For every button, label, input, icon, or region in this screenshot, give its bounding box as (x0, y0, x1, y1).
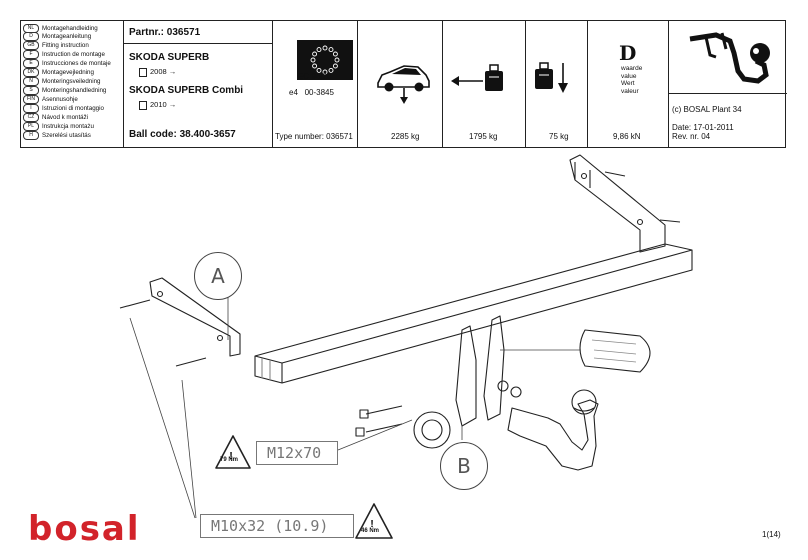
approval-code: e4 00-3845 (289, 88, 334, 97)
arrow-right-icon: → (168, 100, 177, 109)
vertical-load-icon (535, 62, 568, 93)
warning-triangle-icon (355, 503, 393, 539)
center-plate-left (455, 325, 477, 427)
d-value-letter: D (619, 41, 637, 65)
torque-value: 46 Nm (361, 528, 380, 534)
calendar-icon (139, 67, 147, 77)
revision-number: Rev. nr. 04 (672, 132, 711, 141)
bolt-hole (216, 334, 224, 342)
vehicle-name: SKODA SUPERB Combi (129, 85, 244, 96)
d-value-legend: waarde value Wert valeur (621, 65, 643, 95)
warning-mark: ! (370, 519, 373, 530)
towbar-icon (689, 32, 770, 84)
car-load-icon (377, 65, 430, 104)
divider (525, 21, 526, 147)
tow-ball-shade (573, 407, 595, 412)
bolt-hole (636, 218, 644, 226)
eu-stars-icon (310, 45, 340, 75)
company-name: (c) BOSAL Plant 34 (672, 105, 742, 114)
callout-a: A (194, 252, 242, 300)
warning-mark: ! (229, 451, 232, 462)
tow-ball (571, 389, 597, 415)
bolt-head (355, 427, 365, 437)
divider (668, 93, 787, 94)
eu-flag-icon (297, 40, 353, 80)
bolt-hole (580, 172, 588, 180)
nut (510, 386, 522, 398)
part-number: Partnr.: 036571 (129, 27, 201, 38)
leader-line (129, 317, 197, 519)
divider (442, 21, 443, 147)
page-number: 1(14) (762, 530, 781, 539)
d-value: 9,86 kN (613, 132, 641, 141)
vehicle-name: SKODA SUPERB (129, 52, 210, 63)
leader-line (337, 419, 413, 451)
bolt (365, 405, 403, 433)
divider (668, 21, 669, 147)
vertical-load-value: 75 kg (549, 132, 569, 141)
crossbar (254, 243, 693, 384)
bolt-hole (156, 290, 164, 298)
right-bracket (569, 154, 666, 253)
vehicle-year: 2008 → (139, 67, 176, 77)
tow-ball-neck (507, 399, 599, 471)
callout-b: B (440, 442, 488, 490)
divider (587, 21, 588, 147)
type-plate-lines (591, 339, 637, 363)
trailer-mass-value: 1795 kg (469, 132, 498, 141)
type-number: Type number: 036571 (275, 132, 353, 141)
type-plate (579, 329, 651, 373)
warning-triangle-icon (215, 435, 251, 469)
bracket-detail (574, 162, 591, 188)
bolt (119, 299, 207, 367)
torque-value: 79 Nm (220, 457, 239, 463)
approval-standard: EC 94/20 (298, 72, 332, 81)
divider (272, 21, 273, 147)
bolt-head (359, 409, 369, 419)
trailer-mass-icon (451, 64, 503, 91)
bosal-logo: bosal (28, 509, 141, 549)
nut (497, 380, 509, 392)
divider (123, 43, 272, 44)
total-mass-value: 2285 kg (391, 132, 420, 141)
vehicle-year: 2010 → (139, 100, 176, 110)
socket-plate (413, 411, 451, 449)
ball-code: Ball code: 38.400-3657 (129, 129, 236, 140)
center-plate-right (483, 315, 505, 421)
divider (123, 21, 124, 147)
bolt (604, 171, 681, 223)
socket-plate-inner (421, 419, 443, 441)
divider (357, 21, 358, 147)
crossbar-end (261, 358, 271, 380)
bolt-spec-m10: M10x32 (10.9) (200, 514, 354, 538)
arrow-right-icon: → (168, 67, 177, 76)
calendar-icon (139, 100, 147, 110)
left-bracket (149, 277, 241, 357)
bolt-spec-m12: M12x70 (256, 441, 338, 465)
document-date: Date: 17-01-2011 (672, 123, 734, 132)
